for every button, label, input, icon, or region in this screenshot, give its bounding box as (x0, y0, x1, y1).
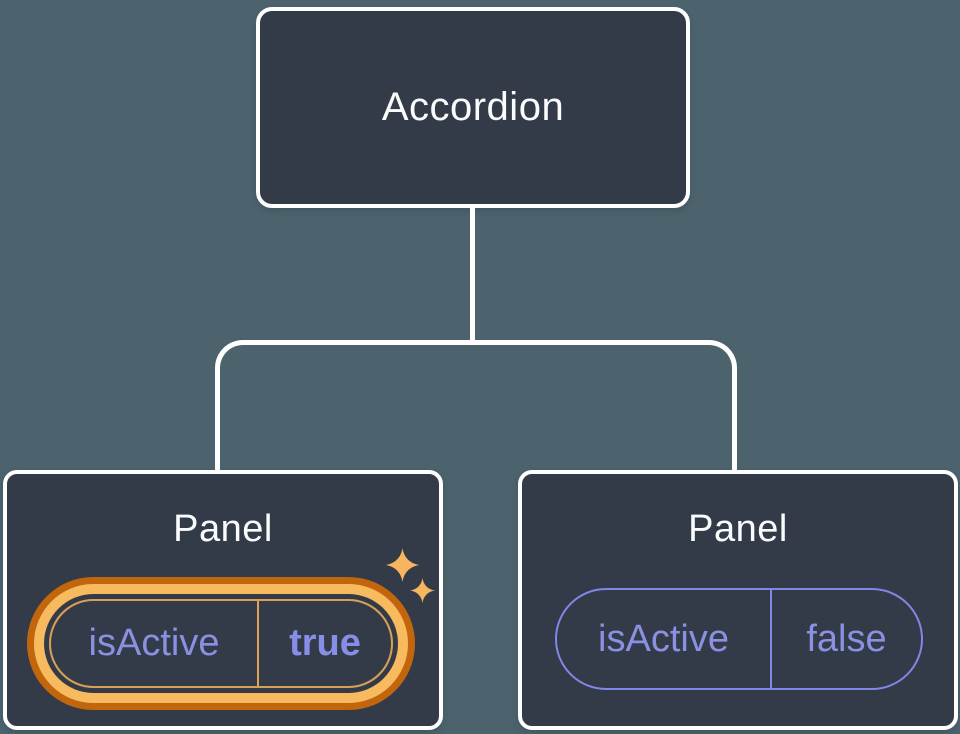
connector-stem (470, 208, 475, 345)
state-name-label: isActive (88, 622, 220, 664)
state-value-label: false (806, 617, 887, 660)
pill-divider (257, 601, 259, 686)
panel-title-wrap: Panel (522, 508, 954, 551)
accordion-node: Accordion (256, 7, 690, 208)
panel-title: Panel (173, 508, 273, 550)
state-pill-idle: isActive false (555, 588, 923, 690)
accordion-node-label: Accordion (381, 85, 565, 129)
panel-node-active: Panel isActive true (3, 470, 443, 730)
sparkle-icon (410, 578, 435, 603)
sparkle-icon (385, 548, 420, 582)
state-pill-active: isActive true (49, 599, 393, 688)
state-value-label: true (289, 622, 361, 664)
panel-title-wrap: Panel (7, 508, 439, 551)
connector-bracket (215, 340, 737, 472)
pill-divider (770, 590, 772, 688)
state-name-label: isActive (598, 617, 729, 660)
panel-title: Panel (688, 508, 788, 550)
panel-node-idle: Panel isActive false (518, 470, 958, 730)
